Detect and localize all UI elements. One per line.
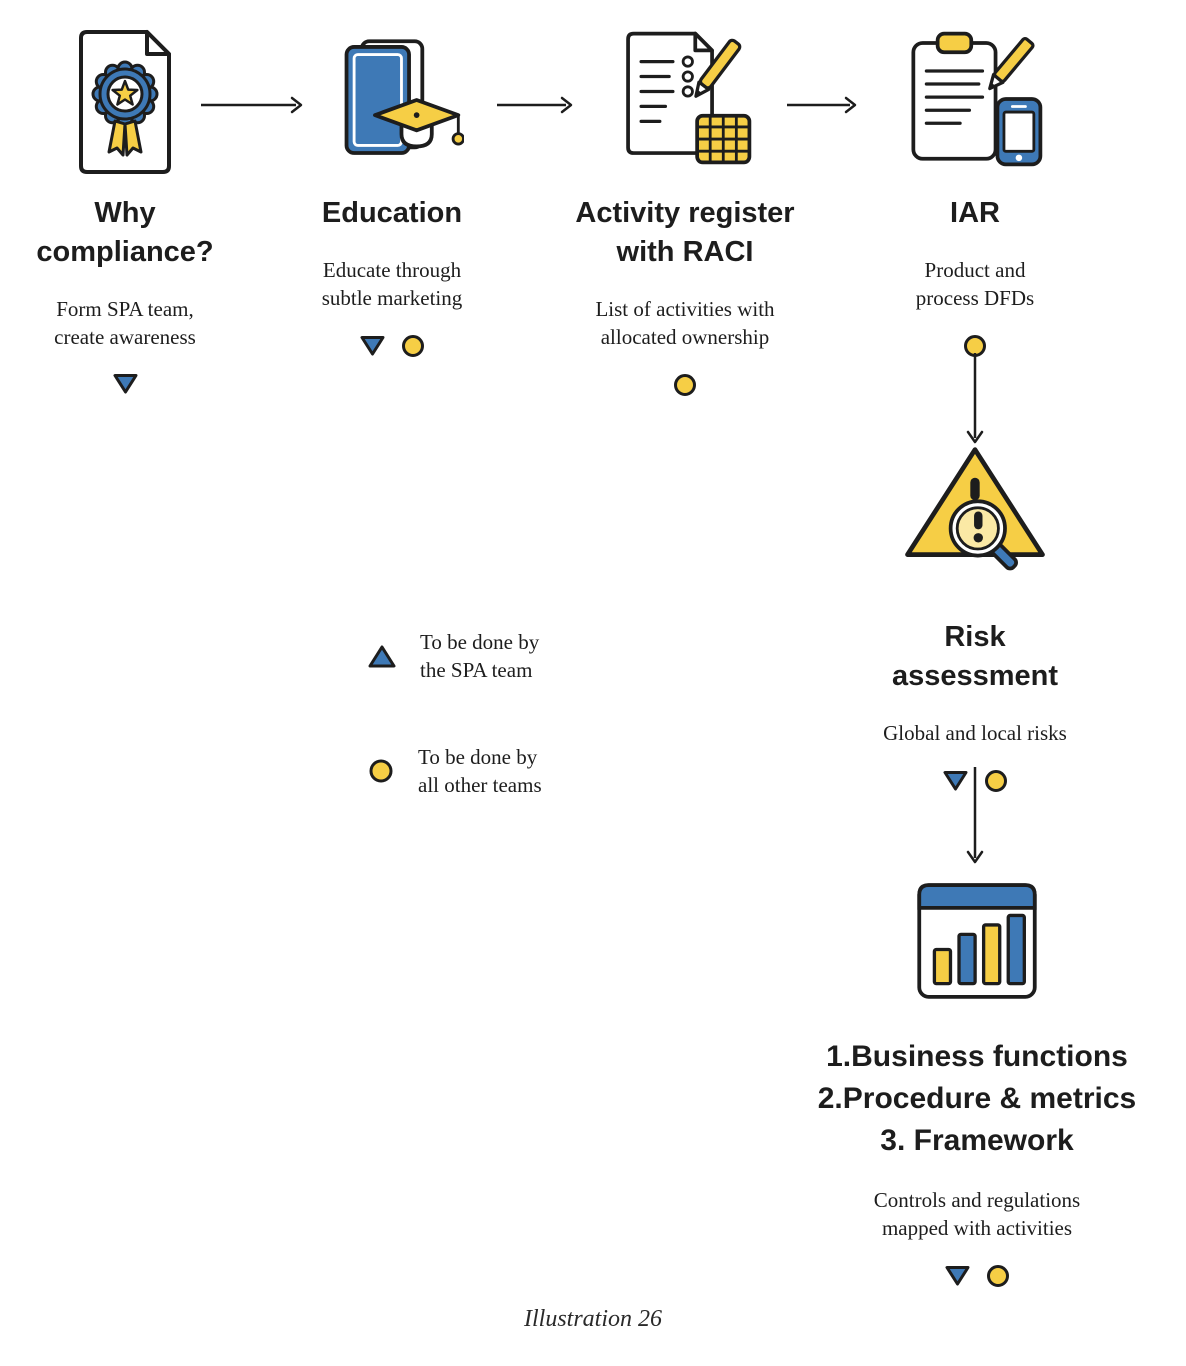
step-deliverables: 1.Business functions 2.Procedure & metri… [757,870,1186,1288]
spa-team-triangle-icon [943,771,967,791]
step-title: Activity register with RACI [575,197,795,268]
step-title: IAR [950,197,1000,229]
arrow-right-1-icon [200,94,304,116]
legend-label: To be done by all other teams [418,744,542,798]
step-markers [8,373,242,394]
clipboard-phone-icon [911,31,1043,167]
step-subtitle: Global and local risks [883,720,1067,745]
book-graduation-cap-icon [344,39,464,155]
other-teams-circle-icon [401,334,424,357]
step-title: Risk assessment [891,621,1059,692]
legend-item-other-teams: To be done by all other teams [368,743,658,800]
spa-team-triangle-icon [113,373,137,394]
step-markers [757,1264,1186,1288]
step-subtitle: List of activities with allocated owners… [595,296,775,349]
clipboard-phone-icon [852,28,1098,178]
book-graduation-cap-icon [272,28,512,178]
step-education: Education Educate through subtle marketi… [272,28,512,358]
step-subtitle: Product and process DFDs [915,257,1035,310]
step-risk-assessment: Risk assessment Global and local risks [830,444,1120,793]
warning-magnifier-icon [905,447,1045,571]
step-title: Education [321,197,463,229]
certificate-icon [79,30,171,174]
certificate-icon [8,28,242,178]
step-activity-register: Activity register with RACI List of acti… [545,28,825,397]
step-markers [545,373,825,397]
other-teams-circle-icon [984,769,1007,792]
step-subtitle: Controls and regulations mapped with act… [873,1187,1081,1240]
document-pen-calculator-icon [545,28,825,178]
arrow-down-2-icon [964,766,986,866]
legend-label: To be done by the SPA team [420,630,540,683]
arrow-right-3-icon [786,94,858,116]
arrow-down-1-icon [964,352,986,446]
other-teams-circle-icon [369,759,393,783]
step-markers [830,769,1120,793]
spa-team-triangle-icon [945,1266,969,1286]
other-teams-circle-icon [674,373,696,396]
step-subtitle: Educate through subtle marketing [321,257,463,310]
arrow-right-2-icon [496,94,574,116]
legend: To be done by the SPA team To be done by… [368,628,658,799]
step-title: 1.Business functions 2.Procedure & metri… [817,1040,1137,1157]
document-pen-calculator-icon [626,31,752,165]
spa-team-up-triangle-icon [368,645,396,668]
bar-chart-icon [757,870,1186,1020]
spa-team-triangle-icon [360,336,384,356]
step-iar: IAR Product and process DFDs [852,28,1098,358]
bar-chart-icon [917,883,1037,999]
step-subtitle: Form SPA team, create awareness [54,296,196,349]
other-teams-circle-icon [986,1264,1009,1287]
step-why-compliance: Why compliance? Form SPA team, create aw… [8,28,242,394]
step-markers [272,334,512,358]
warning-magnifier-icon [830,444,1120,602]
illustration-caption: Illustration 26 [523,1306,662,1332]
step-title: Why compliance? [36,197,214,268]
legend-item-spa-team: To be done by the SPA team [368,628,658,685]
